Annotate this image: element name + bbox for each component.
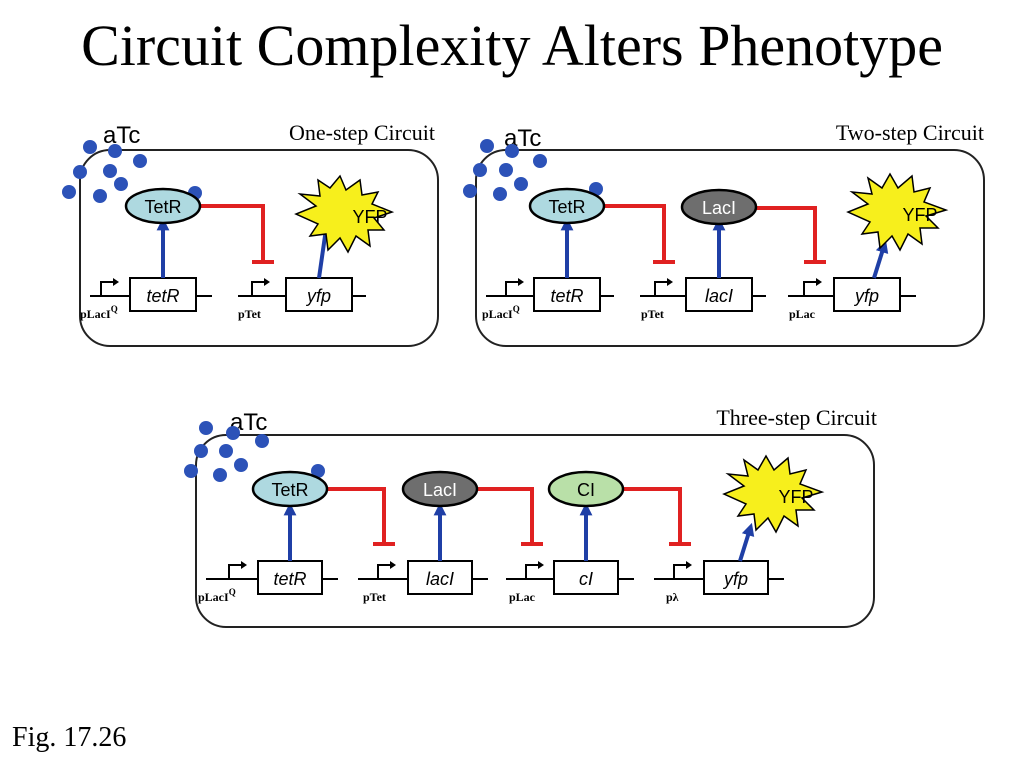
protein-label: TetR <box>271 480 308 500</box>
yfp-burst <box>722 454 825 534</box>
yfp-burst <box>294 174 395 254</box>
protein-ci <box>547 470 625 508</box>
circuit-title: Two-step Circuit <box>836 120 984 145</box>
yfp-label: YFP <box>902 205 937 225</box>
gene-label: lacI <box>426 569 454 589</box>
atc-molecules <box>184 421 325 482</box>
protein-label: LacI <box>702 198 736 218</box>
promoter-arrow <box>525 564 538 579</box>
gene-label: tetR <box>550 286 583 306</box>
promoter-label: pLac <box>509 590 536 604</box>
cell-outline <box>475 149 985 347</box>
repression-line <box>199 204 265 262</box>
gene-box <box>285 277 353 312</box>
gene-label: tetR <box>146 286 179 306</box>
repression-line <box>755 206 817 262</box>
atc-molecules <box>62 140 202 203</box>
promoter-label: pLacIQ <box>80 304 118 321</box>
promoter-label: pTet <box>238 307 261 321</box>
promoter-arrow <box>251 281 264 296</box>
promoter-arrow <box>654 281 667 296</box>
promoter-label: pλ <box>666 590 679 604</box>
promoter-arrow <box>505 281 518 296</box>
protein-laci <box>680 188 758 226</box>
one-step-circuit: One-step Circuit aTc tetR yfp pLacIQ pTe… <box>62 120 439 347</box>
gene-box <box>129 277 197 312</box>
gene-label: lacI <box>705 286 733 306</box>
protein-tetr <box>251 470 329 508</box>
three-step-circuit: Three-step Circuit aTc tetR lacI cI yfp … <box>184 405 877 628</box>
figure-caption: Fig. 17.26 <box>12 722 127 753</box>
promoter-arrow <box>377 564 390 579</box>
repression-line <box>476 487 534 544</box>
gene-box <box>703 560 769 595</box>
protein-laci <box>401 470 479 508</box>
protein-tetr <box>124 187 202 225</box>
protein-label: CI <box>577 480 595 500</box>
gene-label: yfp <box>853 286 879 306</box>
gene-label: cI <box>579 569 593 589</box>
gene-label: tetR <box>273 569 306 589</box>
repression-line <box>622 487 682 544</box>
expression-arrow <box>872 239 889 279</box>
promoter-label: pLacIQ <box>482 304 520 321</box>
protein-label: LacI <box>423 480 457 500</box>
yfp-label: YFP <box>778 487 813 507</box>
repression-line <box>326 487 386 544</box>
repression-line <box>603 204 666 262</box>
protein-label: TetR <box>548 197 585 217</box>
promoter-arrow <box>803 281 816 296</box>
promoter-label: pTet <box>363 590 386 604</box>
slide-title: Circuit Complexity Alters Phenotype <box>81 13 943 78</box>
protein-tetr <box>528 187 606 225</box>
two-step-circuit: Two-step Circuit aTc tetR lacI yfp pLacI… <box>463 120 985 347</box>
yfp-burst <box>846 172 949 252</box>
gene-box <box>533 277 601 312</box>
cell-outline <box>79 149 439 347</box>
promoter-arrow <box>228 564 241 579</box>
promoter-arrow <box>673 564 686 579</box>
gene-box <box>685 277 753 312</box>
expression-arrow <box>738 522 755 562</box>
promoter-label: pTet <box>641 307 664 321</box>
promoter-label: pLac <box>789 307 816 321</box>
gene-label: yfp <box>722 569 748 589</box>
cell-outline <box>195 434 875 628</box>
protein-label: TetR <box>144 197 181 217</box>
circuit-title: Three-step Circuit <box>716 405 877 430</box>
gene-box <box>833 277 901 312</box>
promoter-label: pLacIQ <box>198 587 236 604</box>
gene-box <box>553 560 619 595</box>
promoter-arrow <box>100 281 113 296</box>
inducer-label: aTc <box>103 122 140 149</box>
yfp-label: YFP <box>352 207 387 227</box>
circuit-title: One-step Circuit <box>289 120 435 145</box>
gene-label: yfp <box>305 286 331 306</box>
